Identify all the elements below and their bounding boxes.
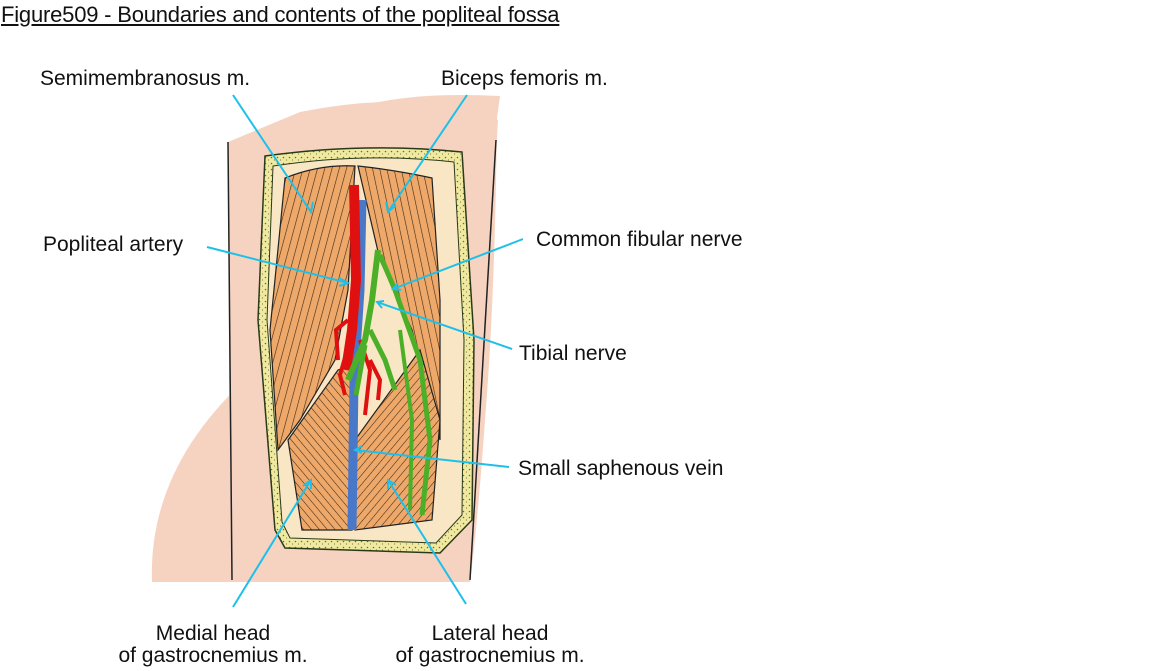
callout-tibial-nerve bbox=[376, 301, 513, 350]
figure-title: Figure509 - Boundaries and contents of t… bbox=[1, 2, 560, 27]
small-saphenous-vein bbox=[347, 199, 367, 531]
semimembranosus-muscle bbox=[269, 165, 356, 452]
label-medial-head-line2: of gastrocnemius m. bbox=[118, 644, 308, 667]
callout-small-saphenous-vein bbox=[354, 449, 510, 468]
label-tibial-nerve: Tibial nerve bbox=[519, 342, 627, 365]
label-popliteal-artery: Popliteal artery bbox=[43, 233, 184, 256]
label-common-fibular-nerve: Common fibular nerve bbox=[536, 228, 743, 251]
label-medial-head: Medial head of gastrocnemius m. bbox=[110, 623, 316, 667]
label-biceps-femoris: Biceps femoris m. bbox=[441, 67, 608, 90]
tibial-nerve bbox=[345, 249, 381, 382]
callout-popliteal-artery bbox=[206, 246, 349, 284]
label-lateral-head-line1: Lateral head bbox=[431, 622, 549, 645]
common-fibular-nerve bbox=[377, 254, 433, 516]
label-medial-head-line1: Medial head bbox=[155, 622, 271, 645]
callout-biceps-femoris bbox=[387, 94, 468, 213]
label-semimembranosus: Semimembranosus m. bbox=[40, 67, 251, 90]
callout-semimembranosus bbox=[232, 94, 312, 213]
callout-lateral-head bbox=[387, 479, 467, 605]
callout-common-fibular-nerve bbox=[392, 238, 524, 290]
label-lateral-head: Lateral head of gastrocnemius m. bbox=[387, 623, 593, 667]
callout-medial-head bbox=[232, 479, 312, 608]
label-small-saphenous-vein: Small saphenous vein bbox=[518, 457, 724, 480]
label-lateral-head-line2: of gastrocnemius m. bbox=[395, 644, 585, 667]
